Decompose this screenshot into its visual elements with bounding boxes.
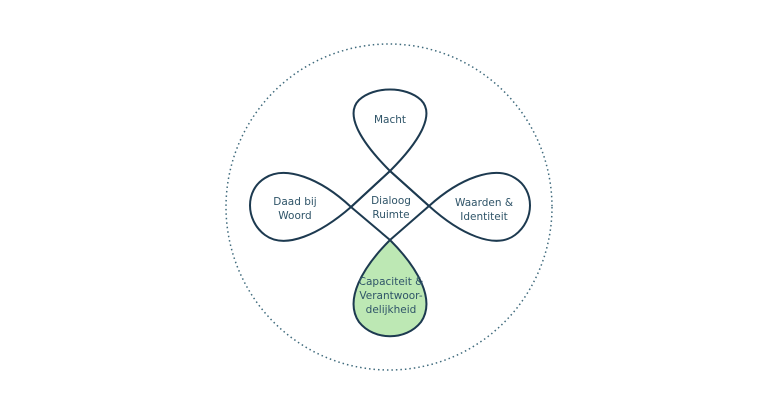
petal-top	[350, 88, 430, 208]
label-macht: Macht	[374, 113, 406, 127]
label-line: delijkheid	[365, 304, 417, 316]
label-line: Dialoog	[371, 195, 411, 207]
label-line: Woord	[278, 210, 312, 222]
label-line: Identiteit	[460, 211, 508, 223]
petal-left	[249, 170, 391, 242]
label-daad-bij-woord: Daad bij Woord	[273, 195, 316, 223]
label-line: Ruimte	[372, 209, 410, 221]
petal-right	[389, 170, 531, 242]
label-line: Verantwoor-	[359, 290, 423, 302]
label-line: Daad bij	[273, 196, 317, 208]
label-waarden-identiteit: Waarden & Identiteit	[455, 196, 513, 224]
label-dialoog-ruimte: Dialoog Ruimte	[371, 194, 411, 222]
label-line: Waarden &	[454, 197, 514, 209]
label-line: Capaciteit &	[358, 276, 424, 288]
label-capaciteit-verantwoordelijkheid: Capaciteit & Verantwoor- delijkheid	[359, 275, 424, 317]
label-line: Macht	[373, 114, 407, 126]
dotted-outer-circle	[225, 43, 553, 371]
petal-bottom-highlighted	[352, 238, 428, 338]
